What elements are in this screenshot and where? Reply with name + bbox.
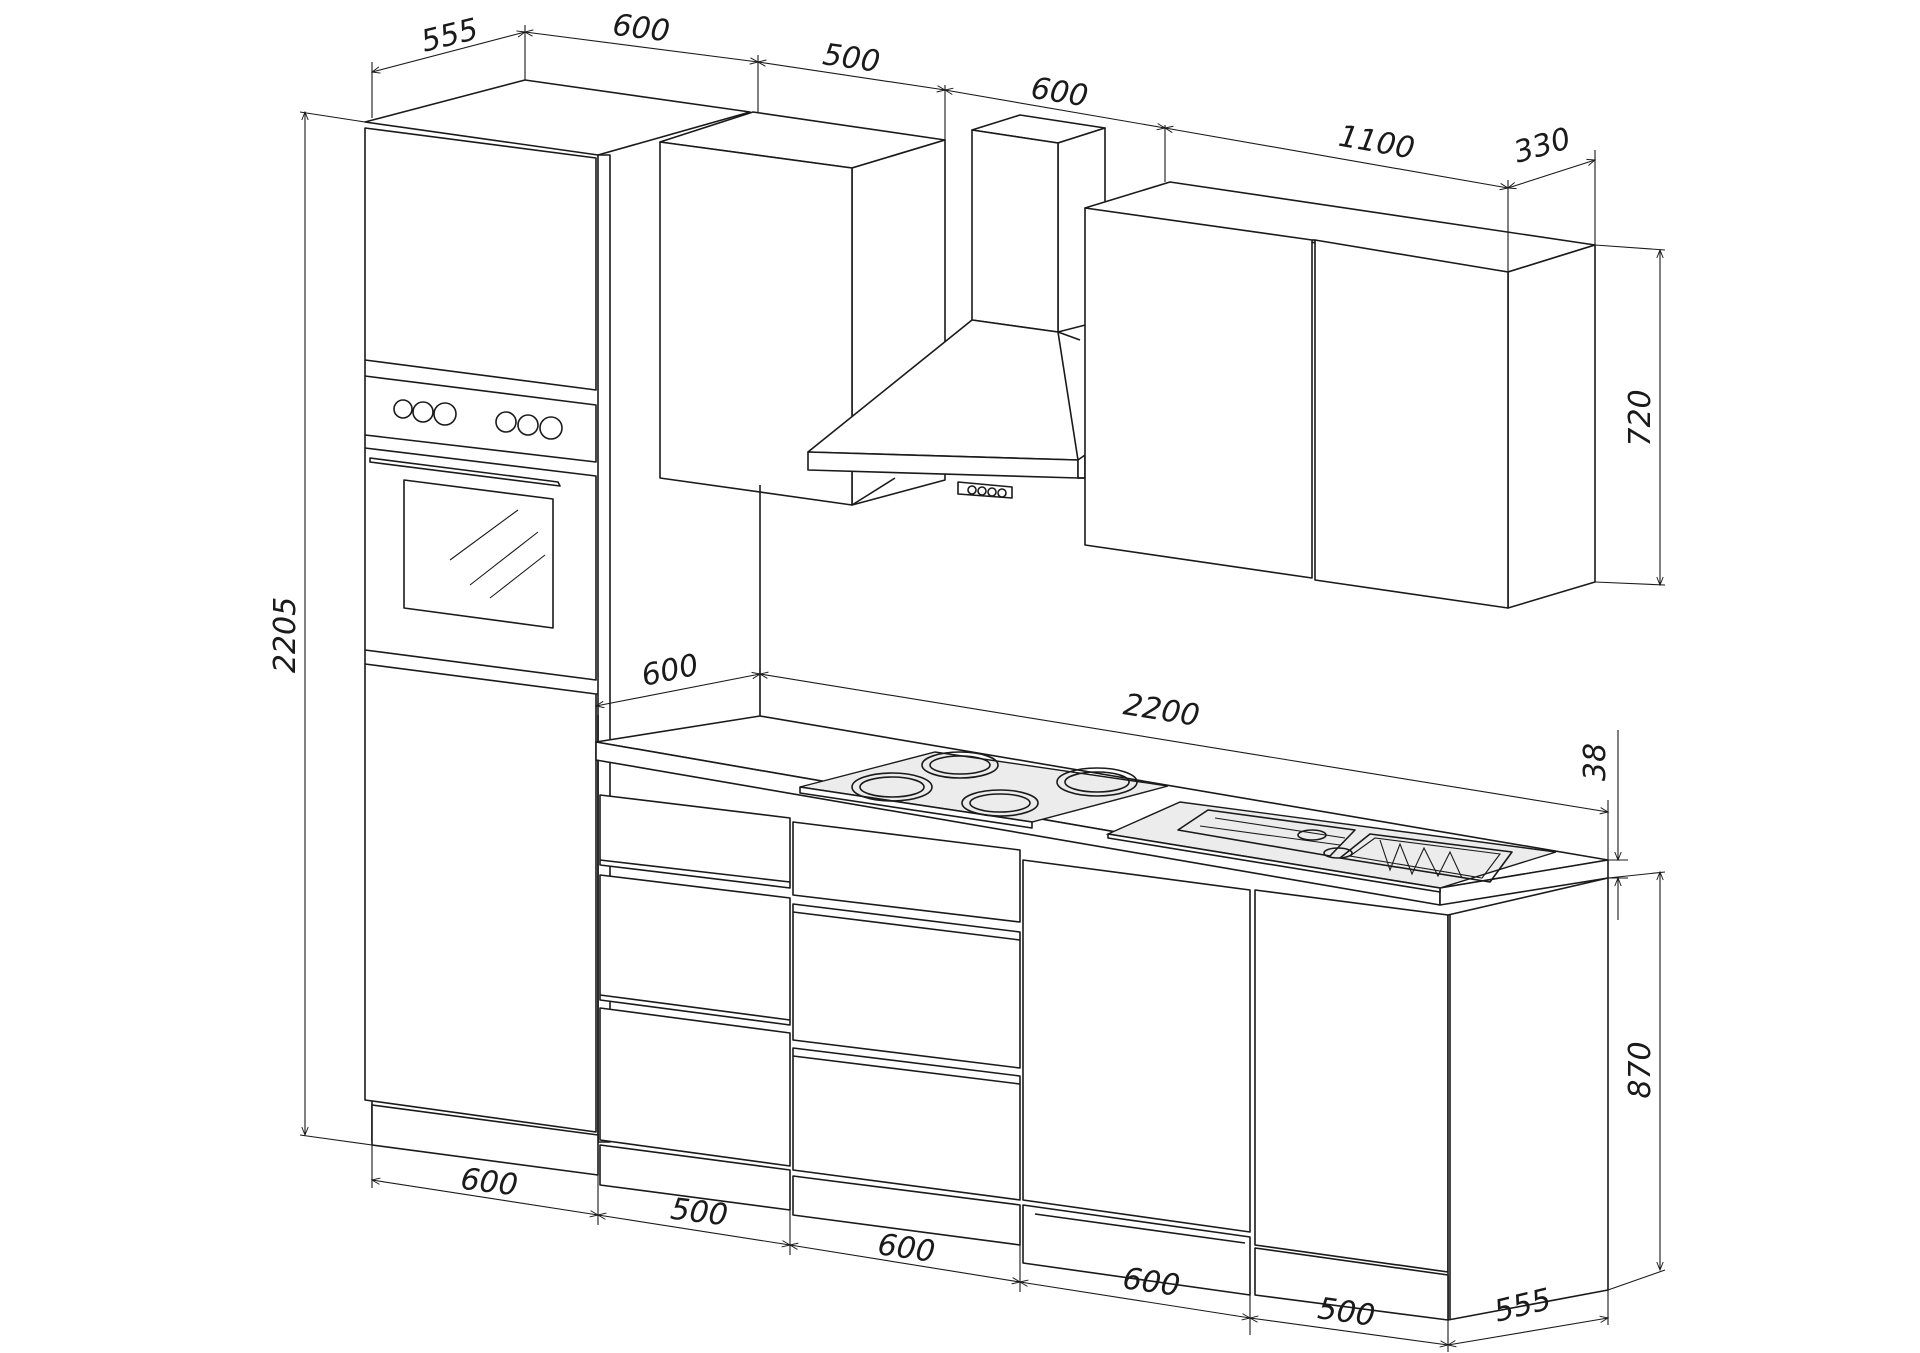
dimension-lines bbox=[299, 25, 1666, 1352]
dim-total-height: 2205 bbox=[268, 597, 303, 673]
oven-window bbox=[403, 479, 554, 629]
dim-bottom-sink-width: 500 bbox=[1316, 1291, 1378, 1334]
wall-door-left bbox=[1084, 207, 1313, 579]
dim-top-depth-right: 330 bbox=[1510, 121, 1575, 170]
wall-door-right bbox=[1314, 239, 1509, 609]
dimension-labels: 555 600 500 600 1100 330 720 2205 600 22… bbox=[268, 8, 1658, 1334]
dim-worktop-thickness: 38 bbox=[1578, 743, 1613, 781]
dim-bottom-drawer2-width: 600 bbox=[876, 1227, 938, 1270]
hood-buttons bbox=[957, 481, 1013, 499]
oven-door bbox=[364, 447, 597, 681]
dim-top-tall-width: 600 bbox=[611, 8, 672, 50]
sink-icon bbox=[1105, 801, 1557, 893]
dim-top-hood-width: 600 bbox=[1028, 71, 1090, 115]
wall-cabinet-right bbox=[1084, 181, 1596, 609]
dim-bottom-dishwasher-width: 600 bbox=[1121, 1261, 1183, 1304]
tall-lower-door bbox=[364, 663, 597, 1133]
dim-worktop-length: 2200 bbox=[1121, 687, 1202, 734]
drawer-1-1 bbox=[599, 794, 791, 889]
dim-base-height: 870 bbox=[1623, 1041, 1658, 1098]
tall-cabinet bbox=[364, 79, 751, 1143]
dim-top-wall1-width: 500 bbox=[821, 37, 883, 80]
oven-control-panel bbox=[364, 375, 597, 463]
oven-handle bbox=[369, 457, 561, 487]
dim-wall-cabinet-height: 720 bbox=[1623, 389, 1658, 446]
drawer-2-1 bbox=[792, 821, 1021, 923]
dishwasher-door bbox=[1022, 859, 1251, 1233]
drawer-2-2 bbox=[792, 903, 1021, 1069]
base-cabinets bbox=[371, 794, 1609, 1321]
drawer-2-3 bbox=[792, 1047, 1021, 1201]
dim-top-depth-left: 555 bbox=[418, 12, 482, 60]
extractor-hood bbox=[807, 114, 1106, 506]
drawer-1-3 bbox=[599, 1007, 791, 1167]
drawer-1-2 bbox=[599, 874, 791, 1026]
dim-bottom-tall-width: 600 bbox=[459, 1162, 520, 1204]
tall-upper-door bbox=[364, 127, 597, 391]
dim-top-wall2-width: 1100 bbox=[1336, 119, 1417, 167]
sink-cabinet-door bbox=[1254, 889, 1449, 1273]
dim-bottom-drawer1-width: 500 bbox=[669, 1192, 730, 1234]
knob-icon bbox=[393, 399, 563, 440]
